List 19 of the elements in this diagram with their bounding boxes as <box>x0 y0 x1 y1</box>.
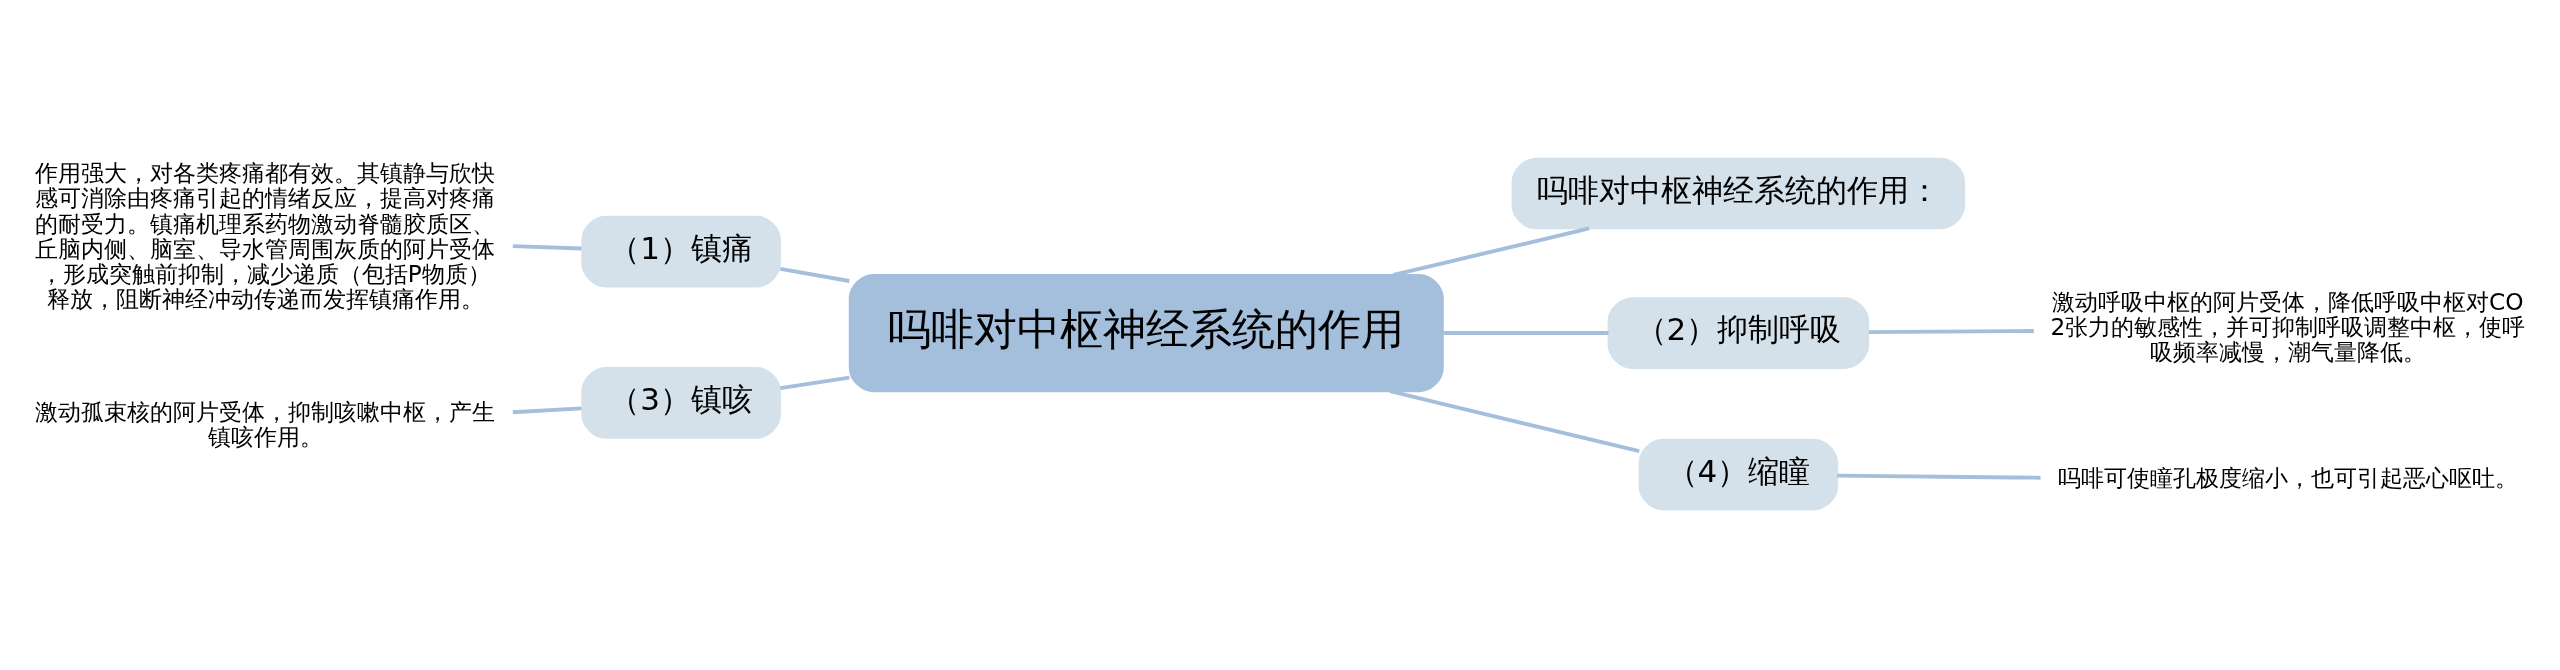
node-text: 吗啡可使瞳孔极度缩小，也可引起恶心呕吐。 <box>2057 464 2518 492</box>
connector <box>512 406 582 415</box>
connector <box>1443 331 1609 335</box>
node-box: （2）抑制呼吸 <box>1607 297 1870 369</box>
node-box: 吗啡对中枢神经系统的作用： <box>1511 157 1966 230</box>
node-box: （1）镇痛 <box>581 215 781 288</box>
connector <box>1837 473 2041 480</box>
node-text: 作用强大，对各类疼痛都有效。其镇静与欣快感可消除由疼痛引起的情绪反应，提高对疼痛的耐受力。镇痛机理系药物激动脊髓胶质区、丘脑内侧、脑室、导水管周围灰质的阿片受体，形成突触前抑制，减少递质（包括P物质）释放，阻断神经冲动传递而发挥镇痛作用。 <box>35 159 496 313</box>
node-text: 激动呼吸中枢的阿片受体，降低呼吸中枢对CO2张力的敏感性，并可抑制呼吸调整中枢，使呼吸频率减慢，潮气量降低。 <box>2050 288 2526 366</box>
node-box: （4）缩瞳 <box>1638 438 1839 511</box>
node-box: （3）镇咳 <box>581 366 781 439</box>
connector <box>779 266 850 283</box>
connector <box>1392 226 1590 277</box>
connector <box>512 244 582 251</box>
node-box: 吗啡对中枢神经系统的作用 <box>848 273 1444 393</box>
connector <box>1389 389 1640 454</box>
connector <box>1868 329 2034 335</box>
connector <box>780 375 850 391</box>
node-text: 激动孤束核的阿片受体，抑制咳嗽中枢，产生镇咳作用。 <box>35 397 496 450</box>
